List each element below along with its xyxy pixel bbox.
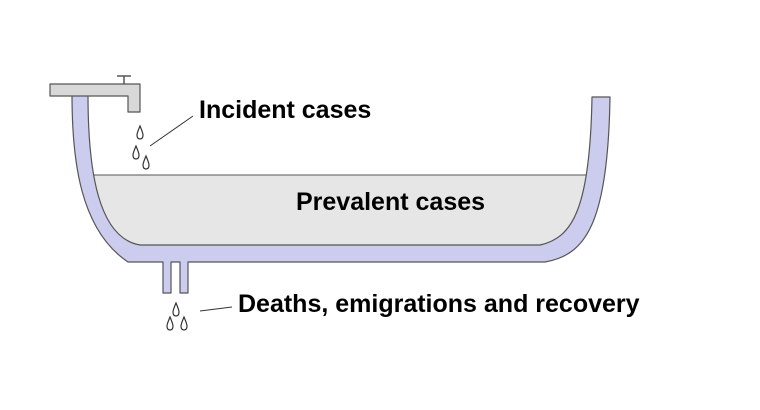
drop (172, 301, 180, 317)
faucet (49, 75, 141, 113)
incident-leader-line (149, 115, 194, 147)
incident-cases-label: Incident cases (199, 96, 372, 124)
drop (142, 154, 150, 170)
drop (166, 315, 174, 331)
outflow-leader-line (199, 306, 233, 312)
bathtub-wall (71, 94, 611, 294)
prevalent-cases-label: Prevalent cases (296, 188, 486, 216)
drop (180, 315, 188, 331)
drop (132, 144, 140, 160)
faucet-body (49, 83, 141, 113)
drop (136, 124, 144, 140)
incident-drops (132, 124, 150, 170)
outflow-label: Deaths, emigrations and recovery (238, 290, 640, 318)
outflow-drops (166, 301, 188, 331)
